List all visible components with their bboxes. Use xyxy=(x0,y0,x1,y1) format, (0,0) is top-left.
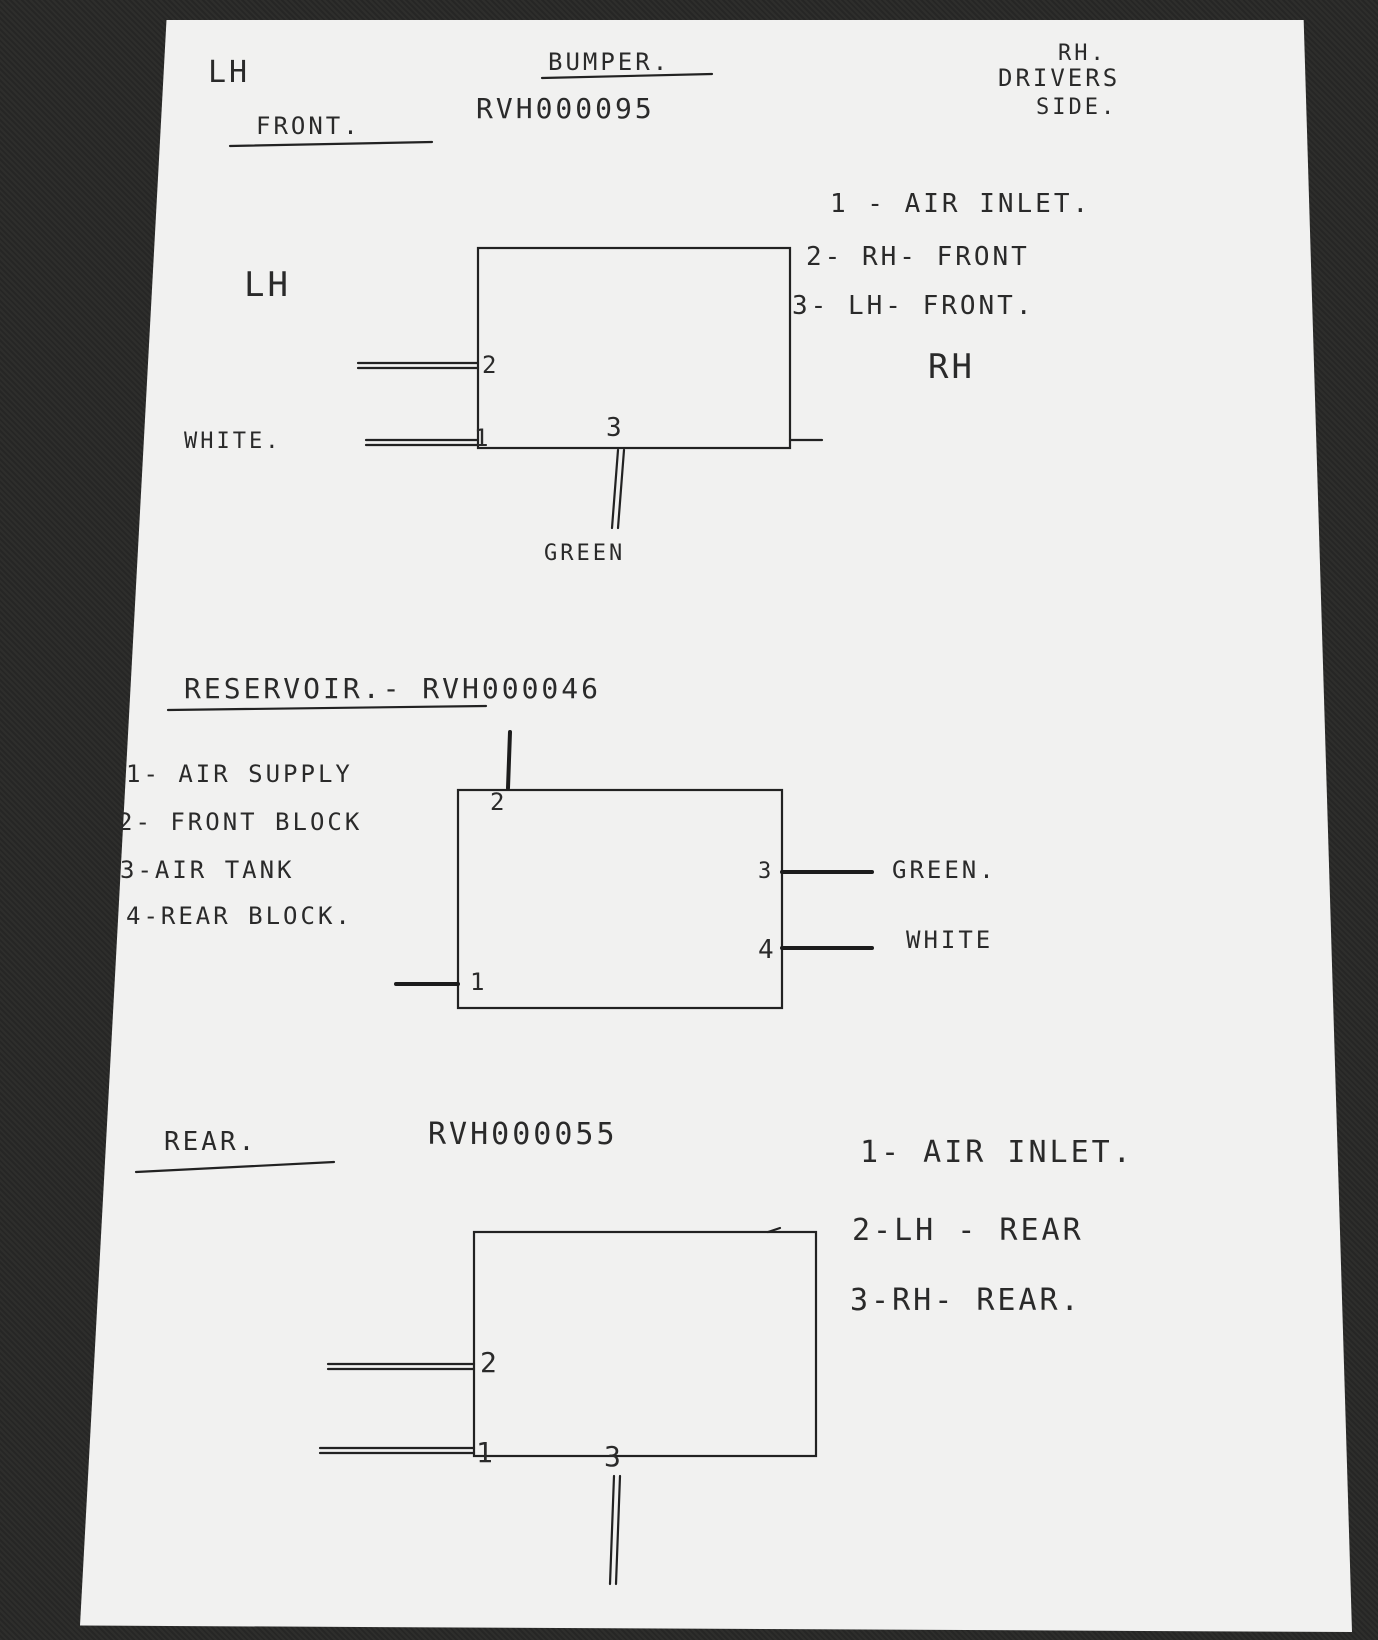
rear-title: REAR. xyxy=(164,1127,257,1157)
header-rh: RH. xyxy=(1058,41,1107,66)
front-pipe-green: GREEN xyxy=(544,541,625,566)
reservoir-box xyxy=(456,788,784,1010)
rear-block-box xyxy=(472,1230,818,1458)
reservoir-port-2: 2 xyxy=(490,788,507,816)
reservoir-port2-pipe xyxy=(506,730,512,790)
paper-sheet xyxy=(80,20,1352,1632)
reservoir-pipe-green: GREEN. xyxy=(892,856,997,884)
front-underline xyxy=(228,140,434,148)
rear-legend-1: 1- AIR INLET. xyxy=(860,1135,1134,1170)
reservoir-port-4: 4 xyxy=(758,935,777,965)
reservoir-legend-2: 2- FRONT BLOCK xyxy=(118,808,362,836)
front-port3-pipe-b xyxy=(616,448,626,530)
header-front: FRONT. xyxy=(256,112,361,140)
rear-legend-2: 2-LH - REAR xyxy=(852,1213,1084,1248)
rear-port-1: 1 xyxy=(476,1436,496,1469)
front-legend-3: 3- LH- FRONT. xyxy=(792,291,1035,321)
front-side-lh: LH xyxy=(244,265,291,305)
reservoir-pipe-white: WHITE xyxy=(906,926,993,954)
rear-port3-pipe-b xyxy=(614,1474,622,1586)
rear-port-2: 2 xyxy=(480,1346,500,1379)
front-port3-pipe-a xyxy=(610,448,620,530)
header-lh: LH xyxy=(208,55,250,90)
front-port-3: 3 xyxy=(606,413,625,443)
rear-port-3: 3 xyxy=(604,1440,624,1473)
header-drivers: DRIVERS xyxy=(998,64,1120,92)
header-side: SIDE. xyxy=(1036,95,1117,120)
front-side-rh: RH xyxy=(928,347,975,387)
reservoir-port-3: 3 xyxy=(758,859,774,884)
front-port-1: 1 xyxy=(474,424,491,452)
reservoir-port-1: 1 xyxy=(470,968,487,996)
front-pipe-white: WHITE. xyxy=(184,429,281,454)
reservoir-legend-4: 4-REAR BLOCK. xyxy=(126,902,353,930)
rear-part: RVH000055 xyxy=(428,1117,618,1152)
rear-box-top-ext xyxy=(766,1226,782,1234)
reservoir-title: RESERVOIR.- RVH000046 xyxy=(184,672,601,705)
front-block-box xyxy=(476,246,792,450)
reservoir-legend-1: 1- AIR SUPPLY xyxy=(126,760,353,788)
header-front-part: RVH000095 xyxy=(476,92,655,125)
reservoir-underline xyxy=(166,704,488,712)
front-legend-1: 1 - AIR INLET. xyxy=(830,189,1091,219)
front-legend-2: 2- RH- FRONT xyxy=(806,242,1030,272)
reservoir-legend-3: 3-AIR TANK xyxy=(120,856,295,884)
rear-legend-3: 3-RH- REAR. xyxy=(850,1283,1082,1318)
header-bumper: BUMPER. xyxy=(548,48,670,76)
front-port-2: 2 xyxy=(482,351,499,379)
bumper-underline xyxy=(540,72,714,80)
rear-port3-pipe-a xyxy=(608,1474,616,1586)
rear-underline xyxy=(134,1160,336,1174)
